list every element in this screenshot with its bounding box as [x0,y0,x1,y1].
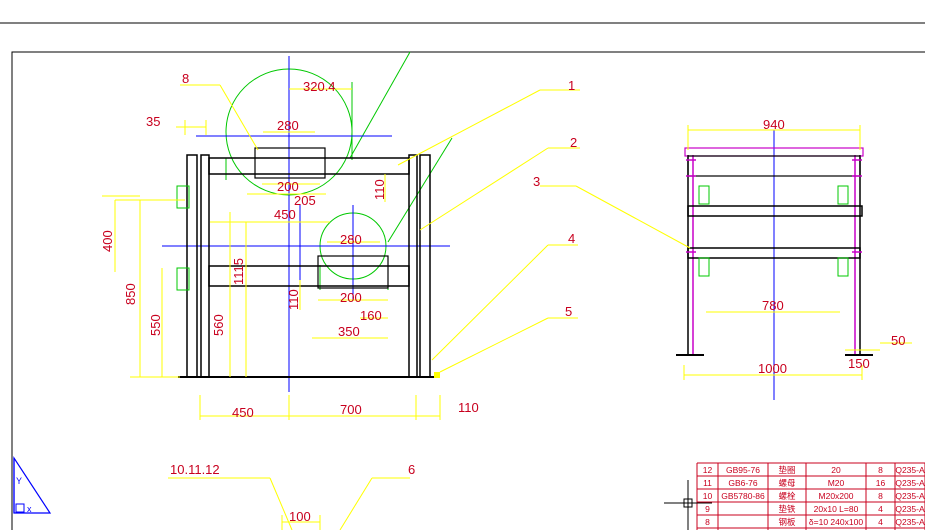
table-cell-std: GB6-76 [728,478,758,488]
dim-850: 850 [123,283,138,305]
dim-560: 560 [211,314,226,336]
table-cell-qty: 8 [878,491,883,501]
table-cell-mat: Q235-A [895,491,925,501]
table-cell-spec: 20 [831,465,841,475]
part-label-2: 2 [570,135,577,150]
table-cell-no: 9 [705,504,710,514]
table-cell-qty: 16 [876,478,886,488]
detail-view: 10.11.12 6 100 [168,462,415,530]
part-label-10-11-12: 10.11.12 [170,462,220,477]
dim-100: 100 [289,509,311,524]
dim-1000: 1000 [758,361,787,376]
table-cell-no: 11 [703,478,712,488]
part-label-5: 5 [565,304,572,319]
table-cell-name: 钢板 [778,517,796,527]
table-cell-spec: M20 [828,478,845,488]
front-view: 320.4 280 35 200 205 110 450 280 400 850… [100,51,580,420]
table-cell-mat: Q235-A [895,465,925,475]
table-row: 12 GB95-76 垫圈 20 8 Q235-A [703,465,925,475]
part-label-1: 1 [568,78,575,93]
dim-280-small: 280 [340,232,362,247]
table-cell-mat: Q235-A [895,504,925,514]
table-cell-no: 10 [703,491,713,501]
table-cell-qty: 4 [878,504,883,514]
table-cell-spec: M20x200 [819,491,854,501]
table-cell-name: 螺栓 [778,491,796,501]
table-cell-spec: δ=10 240x100 [809,517,863,527]
dim-110-right: 110 [372,179,387,200]
dim-110-bottom: 110 [458,400,479,415]
dim-35: 35 [146,114,160,129]
table-cell-std: GB95-76 [726,465,760,475]
dim-1115: 1115 [231,258,246,285]
svg-text:Y: Y [16,476,22,486]
dim-50: 50 [891,333,905,348]
part-label-6: 6 [408,462,415,477]
table-cell-qty: 8 [878,465,883,475]
dim-780: 780 [762,298,784,313]
table-cell-spec: 20x10 L=80 [814,504,859,514]
part-label-8: 8 [182,71,189,86]
table-cell-name: 垫铁 [778,504,796,514]
dim-550: 550 [148,314,163,336]
table-cell-mat: Q235-A [895,517,925,527]
dim-150: 150 [848,356,870,371]
svg-text:x: x [27,504,32,514]
dim-200-lower: 200 [340,290,362,305]
dim-350: 350 [338,324,360,339]
table-cell-std: GB5780-86 [721,491,765,501]
table-row: 11 GB6-76 螺母 M20 16 Q235-A [703,478,925,488]
dim-280-top: 280 [277,118,299,133]
side-view: 940 780 1000 150 50 3 [533,117,912,400]
dim-700: 700 [340,402,362,417]
table-cell-name: 螺母 [778,478,795,488]
dim-200-top: 200 [277,179,299,194]
dim-450-bottom: 450 [232,405,254,420]
cursor-crosshair-icon [664,480,712,530]
table-cell-mat: Q235-A [895,478,925,488]
table-cell-qty: 4 [878,517,883,527]
table-row: 10 GB5780-86 螺栓 M20x200 8 Q235-A [703,491,925,501]
dim-320-4: 320.4 [303,79,336,94]
table-row: 8 钢板 δ=10 240x100 4 Q235-A [705,517,925,527]
dim-400: 400 [100,230,115,252]
dim-450-mid: 450 [274,207,296,222]
dim-205: 205 [294,193,316,208]
ucs-icon: x Y [13,455,52,514]
table-cell-no: 8 [705,517,710,527]
part-label-4: 4 [568,231,575,246]
drawing-border [11,51,925,530]
dim-160: 160 [360,308,382,323]
part-label-3: 3 [533,174,540,189]
table-cell-no: 12 [703,465,713,475]
table-cell-name: 垫圈 [778,465,795,475]
dim-110-lower: 110 [286,289,301,310]
dim-940: 940 [763,117,785,132]
table-row: 9 垫铁 20x10 L=80 4 Q235-A [705,504,925,514]
